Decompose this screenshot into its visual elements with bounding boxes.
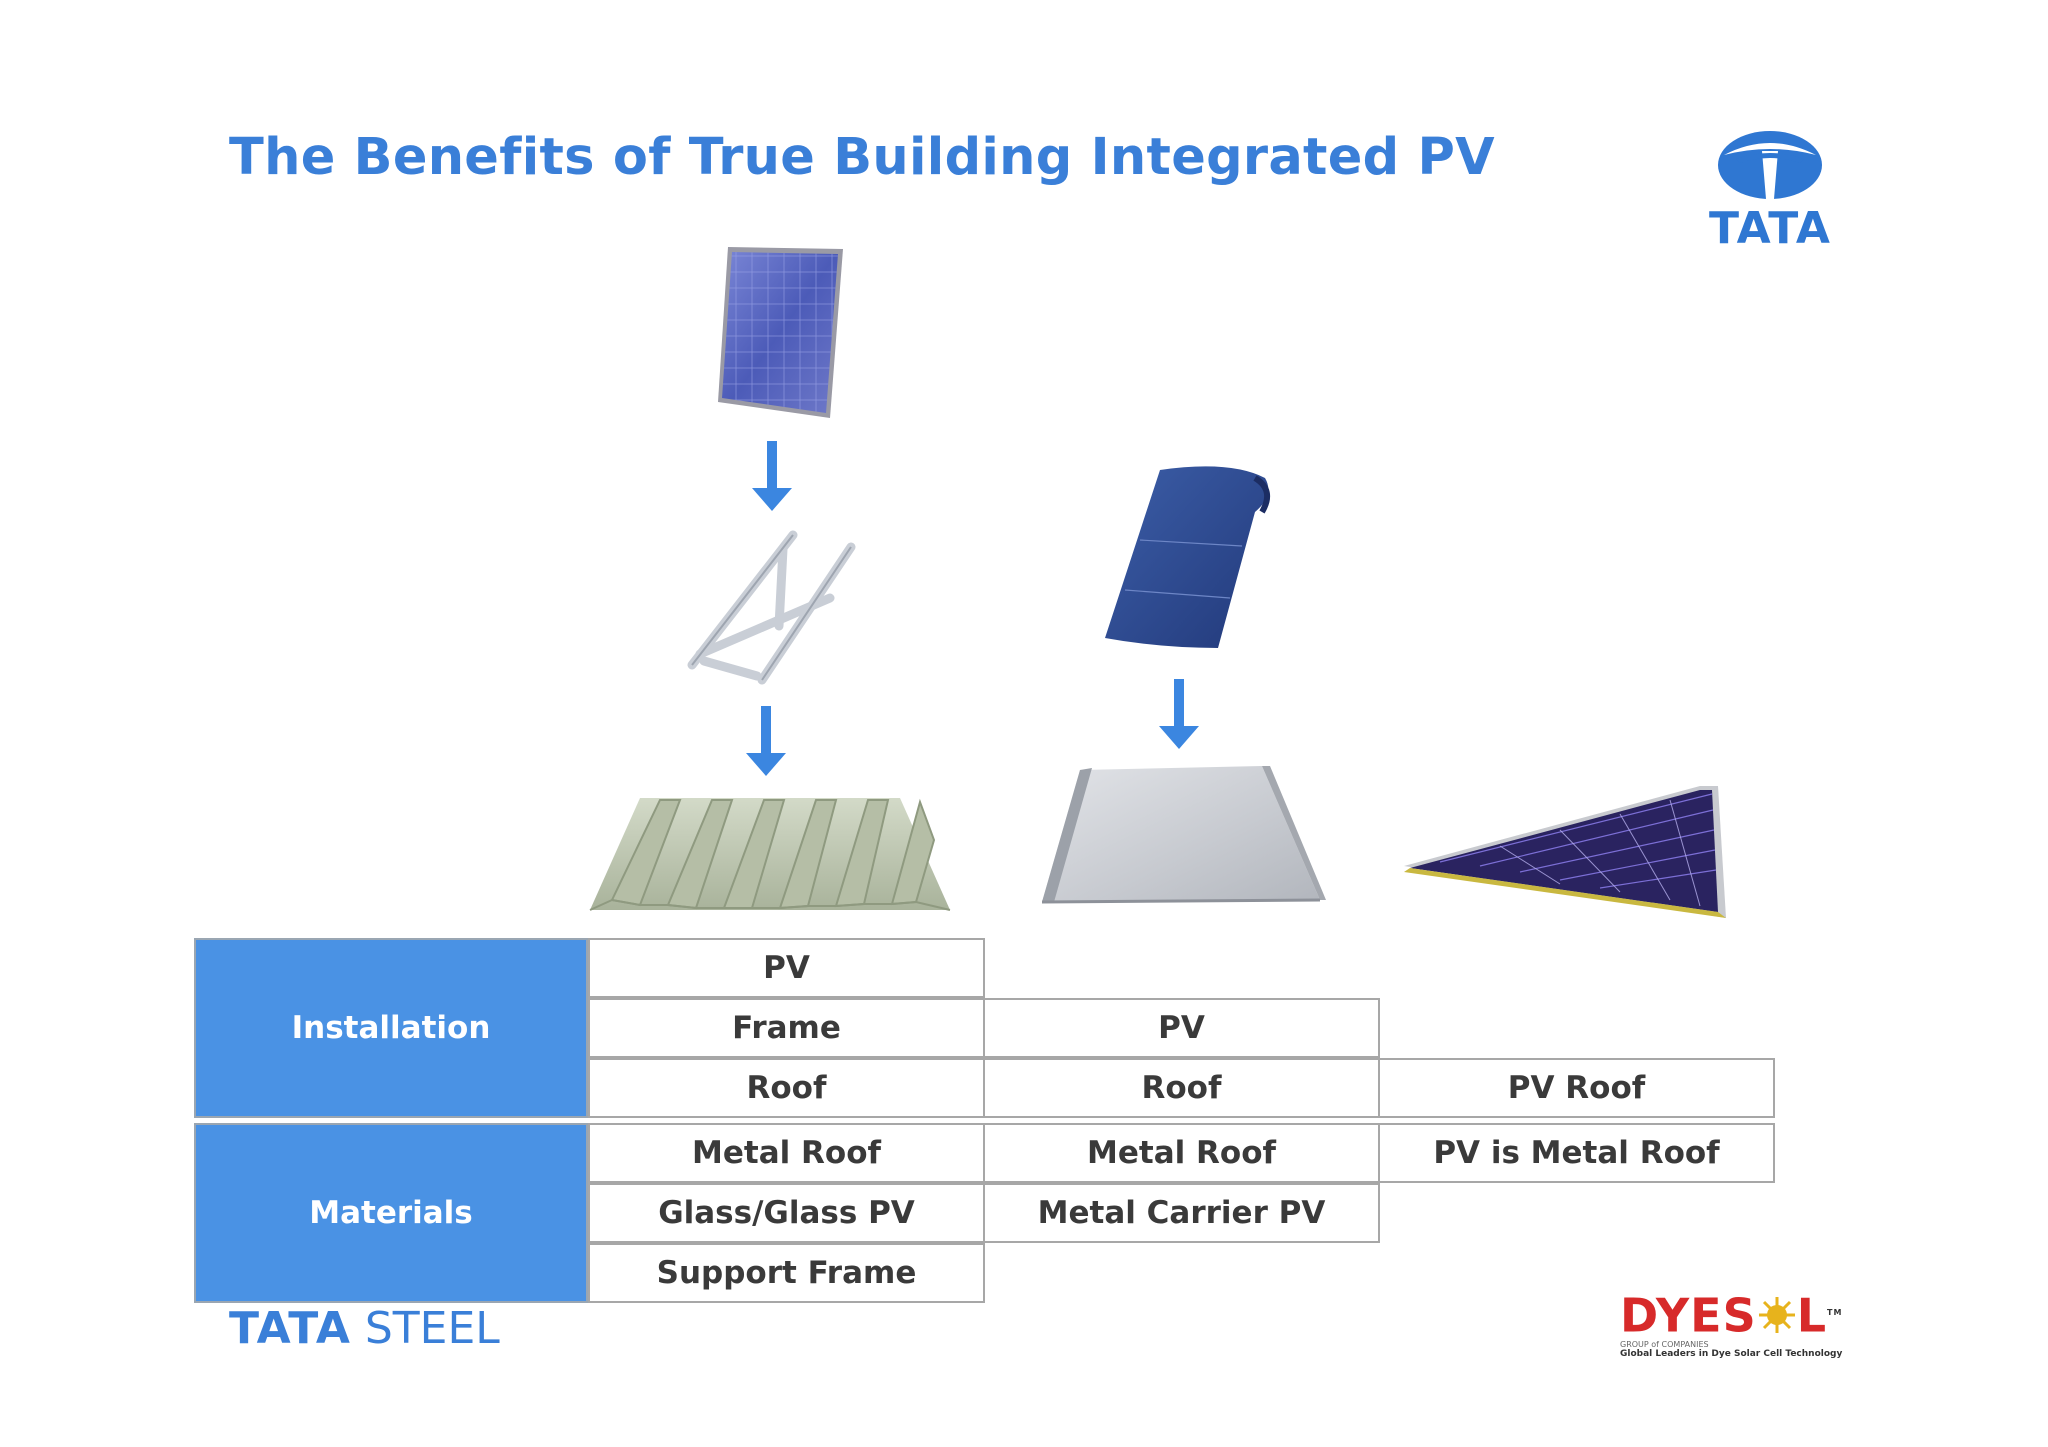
table-cell: PV Roof xyxy=(1378,1058,1775,1118)
dyesol-logo: DYES LTM GROUP of COMPANIES Global Leade… xyxy=(1620,1290,1845,1359)
mounting-frame xyxy=(687,530,856,685)
sun-icon xyxy=(1758,1297,1795,1334)
table-cell: Support Frame xyxy=(588,1243,985,1303)
corrugated-roof-sheet xyxy=(589,798,951,911)
tata-steel-bold: TATA xyxy=(229,1303,351,1354)
slide-title: The Benefits of True Building Integrated… xyxy=(229,128,1495,187)
trademark: TM xyxy=(1827,1308,1843,1317)
table-cell: PV xyxy=(983,998,1380,1058)
dyesol-wordmark-b: L xyxy=(1796,1288,1828,1343)
tata-steel-light: STEEL xyxy=(350,1303,500,1354)
table-cell: Glass/Glass PV xyxy=(588,1183,985,1243)
arrow-down-icon xyxy=(1159,679,1199,749)
table-cell: Roof xyxy=(588,1058,985,1118)
table-cell: Frame xyxy=(588,998,985,1058)
tata-logo: TATA xyxy=(1700,125,1840,254)
tata-wordmark: TATA xyxy=(1709,203,1831,254)
dyesol-tagline: Global Leaders in Dye Solar Cell Technol… xyxy=(1620,1349,1843,1360)
table-cell: Metal Roof xyxy=(983,1123,1380,1183)
installation-header: Installation xyxy=(194,938,588,1118)
table-cell: Metal Carrier PV xyxy=(983,1183,1380,1243)
materials-header: Materials xyxy=(194,1123,588,1303)
table-cell: PV is Metal Roof xyxy=(1378,1123,1775,1183)
table-cell: PV xyxy=(588,938,985,998)
table-cell: Metal Roof xyxy=(588,1123,985,1183)
flexible-pv-laminate xyxy=(1105,466,1271,648)
integrated-pv-roof xyxy=(1404,786,1726,918)
tata-emblem-icon xyxy=(1718,131,1822,199)
installation-header-label: Installation xyxy=(291,1010,491,1046)
standing-seam-metal-roof xyxy=(1041,766,1326,904)
crystalline-pv-panel xyxy=(718,247,843,418)
arrow-down-icon xyxy=(746,706,786,776)
dyesol-wordmark-a: DYES xyxy=(1620,1288,1757,1343)
dyesol-group-text: GROUP of COMPANIES xyxy=(1620,1340,1709,1350)
arrow-down-icon xyxy=(752,441,792,511)
tata-steel-logo: TATA STEEL xyxy=(229,1303,500,1354)
materials-header-label: Materials xyxy=(309,1195,473,1231)
table-cell: Roof xyxy=(983,1058,1380,1118)
